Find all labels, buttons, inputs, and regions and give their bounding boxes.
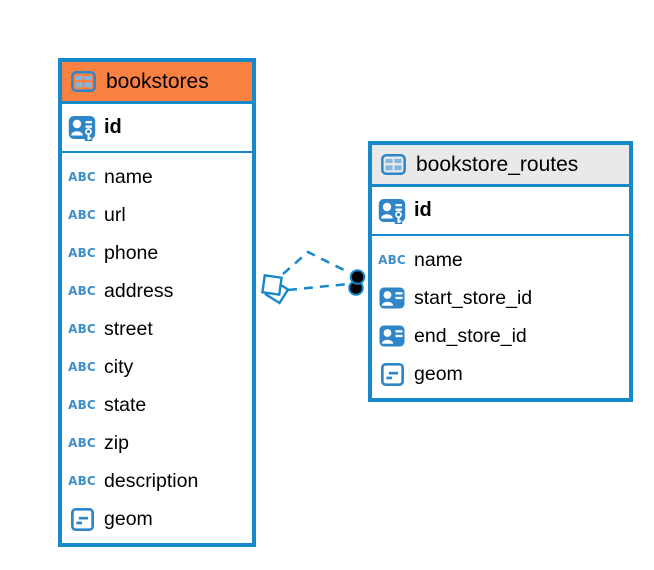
primary-key-icon	[378, 197, 406, 225]
table-icon	[69, 71, 97, 92]
text-column-icon: ABC	[68, 398, 96, 412]
column-row[interactable]: ABC name	[378, 241, 623, 279]
relationship-line[interactable]	[282, 250, 351, 275]
text-column-icon: ABC	[68, 284, 96, 298]
relationship-line[interactable]	[287, 282, 349, 292]
column-row[interactable]: ABC name	[68, 158, 246, 196]
column-row[interactable]: end_store_id	[378, 317, 623, 355]
geometry-column-icon	[68, 507, 96, 531]
column-row[interactable]: ABC state	[68, 386, 246, 424]
column-row[interactable]: ABC description	[68, 462, 246, 500]
column-name: description	[104, 469, 199, 492]
text-column-icon: ABC	[68, 436, 96, 450]
table-bookstores[interactable]: bookstores id ABC name ABC url ABC phone…	[58, 58, 256, 547]
column-list: ABC name ABC url ABC phone ABC address A…	[62, 153, 252, 543]
table-header-bookstores[interactable]: bookstores	[62, 62, 252, 104]
text-column-icon: ABC	[68, 474, 96, 488]
column-row[interactable]: ABC address	[68, 272, 246, 310]
column-row-id[interactable]: id	[372, 187, 629, 236]
column-name: geom	[414, 362, 463, 385]
text-column-icon: ABC	[68, 170, 96, 184]
table-bookstore-routes[interactable]: bookstore_routes id ABC name start_store…	[368, 141, 633, 402]
foreign-key-column-icon	[378, 287, 406, 309]
column-name: id	[414, 199, 432, 221]
column-row-id[interactable]: id	[62, 104, 252, 153]
column-name: geom	[104, 507, 153, 530]
text-column-icon: ABC	[378, 253, 406, 267]
text-column-icon: ABC	[68, 360, 96, 374]
column-name: phone	[104, 241, 159, 264]
table-header-bookstore-routes[interactable]: bookstore_routes	[372, 145, 629, 187]
primary-key-icon	[68, 114, 96, 142]
column-row[interactable]: geom	[68, 500, 246, 538]
column-name: city	[104, 355, 134, 378]
column-name: street	[104, 317, 153, 340]
text-column-icon: ABC	[68, 246, 96, 260]
column-name: url	[104, 203, 126, 226]
column-row[interactable]: ABC phone	[68, 234, 246, 272]
column-name: name	[104, 165, 153, 188]
dot-marker	[349, 269, 366, 285]
geometry-column-icon	[378, 362, 406, 386]
column-row[interactable]: ABC zip	[68, 424, 246, 462]
column-name: name	[414, 248, 463, 271]
table-icon	[379, 154, 407, 175]
text-column-icon: ABC	[68, 208, 96, 222]
column-name: address	[104, 279, 174, 302]
column-name: state	[104, 393, 147, 416]
column-row[interactable]: ABC url	[68, 196, 246, 234]
column-name: id	[104, 116, 122, 138]
column-row[interactable]: ABC city	[68, 348, 246, 386]
column-row[interactable]: geom	[378, 355, 623, 393]
foreign-key-column-icon	[378, 325, 406, 347]
column-row[interactable]: start_store_id	[378, 279, 623, 317]
column-name: end_store_id	[414, 324, 527, 347]
column-name: zip	[104, 431, 129, 454]
column-name: start_store_id	[414, 286, 533, 309]
column-row[interactable]: ABC street	[68, 310, 246, 348]
diamond-marker	[261, 274, 283, 296]
table-title: bookstore_routes	[416, 152, 579, 176]
text-column-icon: ABC	[68, 322, 96, 336]
table-title: bookstores	[106, 69, 209, 93]
column-list: ABC name start_store_id end_store_id ge	[372, 236, 629, 398]
